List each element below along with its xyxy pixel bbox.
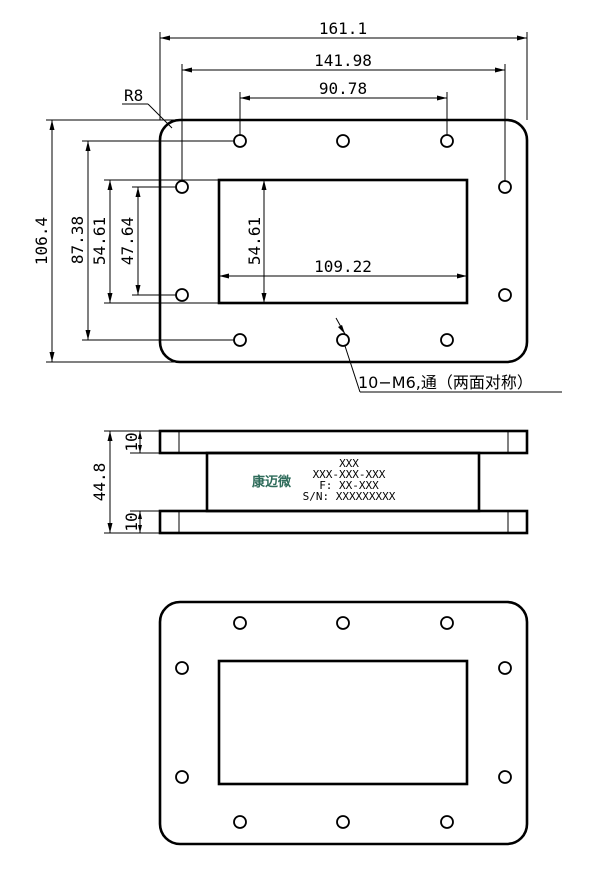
flange-outline [158, 118, 529, 364]
label-line-2: XXX-XXX-XXX [313, 468, 386, 481]
bolt-hole [233, 333, 247, 347]
bolt-hole [440, 333, 454, 347]
dim-text-hole-span-outer: 141.98 [314, 51, 372, 70]
dim-text-aperture-height-left: 54.61 [90, 217, 109, 265]
bolt-hole [336, 134, 350, 148]
bolt-hole [336, 333, 350, 347]
dim-overall-height: 106.4 [32, 119, 175, 363]
bolt-hole [233, 815, 247, 829]
product-label: 康迈微 XXX XXX-XXX-XXX F: XX-XXX S/N: XXXXX… [252, 457, 396, 503]
dim-aperture-width: 109.22 [219, 257, 467, 279]
dim-hole-span-inner: 90.78 [239, 79, 448, 135]
bolt-hole [175, 288, 189, 302]
dim-text-flange-top: 10 [122, 432, 141, 451]
bolt-hole [498, 288, 512, 302]
dim-text-body-length: 44.8 [90, 463, 109, 502]
waveguide-aperture [217, 178, 469, 305]
dim-overall-width: 161.1 [159, 19, 528, 120]
bolt-hole [498, 661, 512, 675]
bolt-hole [498, 180, 512, 194]
dim-text-overall-height: 106.4 [32, 217, 51, 265]
label-line-3: F: XX-XXX [319, 479, 379, 492]
rear-view [158, 600, 529, 846]
dim-text-aperture-width: 109.22 [314, 257, 372, 276]
dim-hole-span-vertical-inner: 47.64 [118, 186, 176, 296]
dim-text-corner-radius: R8 [124, 86, 143, 105]
bolt-hole [233, 134, 247, 148]
bolt-hole [440, 616, 454, 630]
dim-text-overall-width: 161.1 [319, 19, 367, 38]
dim-text-aperture-height-inside: 54.61 [245, 217, 264, 265]
bolt-hole [336, 815, 350, 829]
bolt-hole [498, 770, 512, 784]
dim-text-flange-bottom: 10 [122, 512, 141, 531]
top-flange [158, 429, 529, 455]
bolt-hole [175, 661, 189, 675]
dim-hole-span-vertical-outer: 87.38 [68, 140, 234, 341]
dim-text-hole-span-vertical-inner: 47.64 [118, 217, 137, 265]
front-view: 161.1 141.98 90.78 R8 [32, 19, 562, 393]
bolt-hole [175, 180, 189, 194]
dim-aperture-height-inside: 54.61 [245, 180, 267, 303]
hole-note-text: 10−M6,通（两面对称） [358, 373, 533, 392]
bolt-hole [336, 616, 350, 630]
dim-hole-span-outer: 141.98 [181, 51, 506, 181]
side-view: 康迈微 XXX XXX-XXX-XXX F: XX-XXX S/N: XXXXX… [90, 429, 529, 535]
hole-note: 10−M6,通（两面对称） [335, 317, 562, 393]
bolt-hole [175, 770, 189, 784]
dim-aperture-height-left: 54.61 [90, 179, 219, 304]
label-line-4: S/N: XXXXXXXXX [303, 490, 396, 503]
logo-text: 康迈微 [252, 474, 292, 490]
dim-body-length: 44.8 [90, 430, 130, 534]
dim-flange-thickness-top: 10 [122, 430, 160, 454]
flange-outline-rear [158, 600, 529, 846]
bolt-hole [233, 616, 247, 630]
bolt-hole [440, 815, 454, 829]
dim-text-hole-span-inner: 90.78 [319, 79, 367, 98]
dim-corner-radius: R8 [122, 86, 173, 129]
bolt-hole [440, 134, 454, 148]
dim-text-hole-span-vertical-outer: 87.38 [68, 216, 87, 264]
dim-flange-thickness-bottom: 10 [122, 510, 160, 534]
label-line-1: XXX [339, 457, 359, 470]
waveguide-aperture-rear [217, 659, 469, 786]
bottom-flange [158, 509, 529, 535]
